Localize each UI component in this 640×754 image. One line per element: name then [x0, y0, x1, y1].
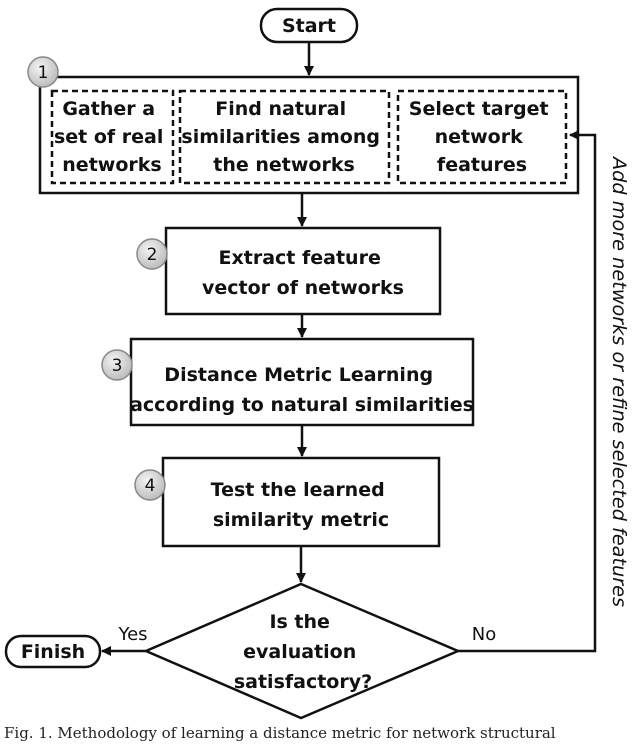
start-terminal: Start: [259, 7, 359, 44]
finish-label: Finish: [21, 641, 85, 663]
start-label: Start: [282, 15, 336, 37]
step1-badge: 1: [27, 56, 59, 88]
finish-terminal: Finish: [4, 634, 102, 669]
gather-networks-subbox: [50, 89, 175, 185]
step3-box: Distance Metric Learning according to na…: [101, 337, 475, 427]
yes-label: Yes: [117, 624, 147, 645]
arrow-no-feedback-loop: [458, 130, 597, 653]
step4-box: Test the learned similarity metric 4: [134, 456, 441, 548]
find-similarities-text: Find natural similarities among the netw…: [181, 98, 386, 176]
decision-diamond: Is the evaluation satisfactory?: [142, 582, 462, 720]
step2-badge: 2: [136, 238, 168, 270]
step2-text: Extract feature vector of networks: [202, 247, 404, 299]
flowchart-diagram: Start Gather a set of real networks Find…: [4, 7, 630, 720]
figure-caption: Fig. 1. Methodology of learning a distan…: [4, 724, 556, 742]
step4-badge: 4: [134, 469, 166, 501]
step1-box: Gather a set of real networks Find natur…: [27, 56, 580, 195]
decision-text: Is the evaluation satisfactory?: [234, 611, 372, 693]
svg-text:4: 4: [145, 476, 156, 496]
step3-text: Distance Metric Learning according to na…: [130, 364, 474, 416]
step2-box: Extract feature vector of networks 2: [136, 226, 442, 316]
svg-text:1: 1: [38, 63, 49, 83]
svg-text:2: 2: [147, 245, 158, 265]
no-label: No: [472, 624, 496, 645]
step3-badge: 3: [101, 349, 133, 381]
select-features-text: Select target network features: [409, 98, 555, 176]
find-similarities-subbox: [178, 89, 391, 185]
svg-text:3: 3: [112, 356, 123, 376]
step4-text: Test the learned similarity metric: [211, 479, 392, 531]
gather-networks-text: Gather a set of real networks: [54, 98, 170, 176]
select-features-subbox: [396, 89, 568, 185]
feedback-label: Add more networks or refine selected fea…: [608, 155, 630, 607]
